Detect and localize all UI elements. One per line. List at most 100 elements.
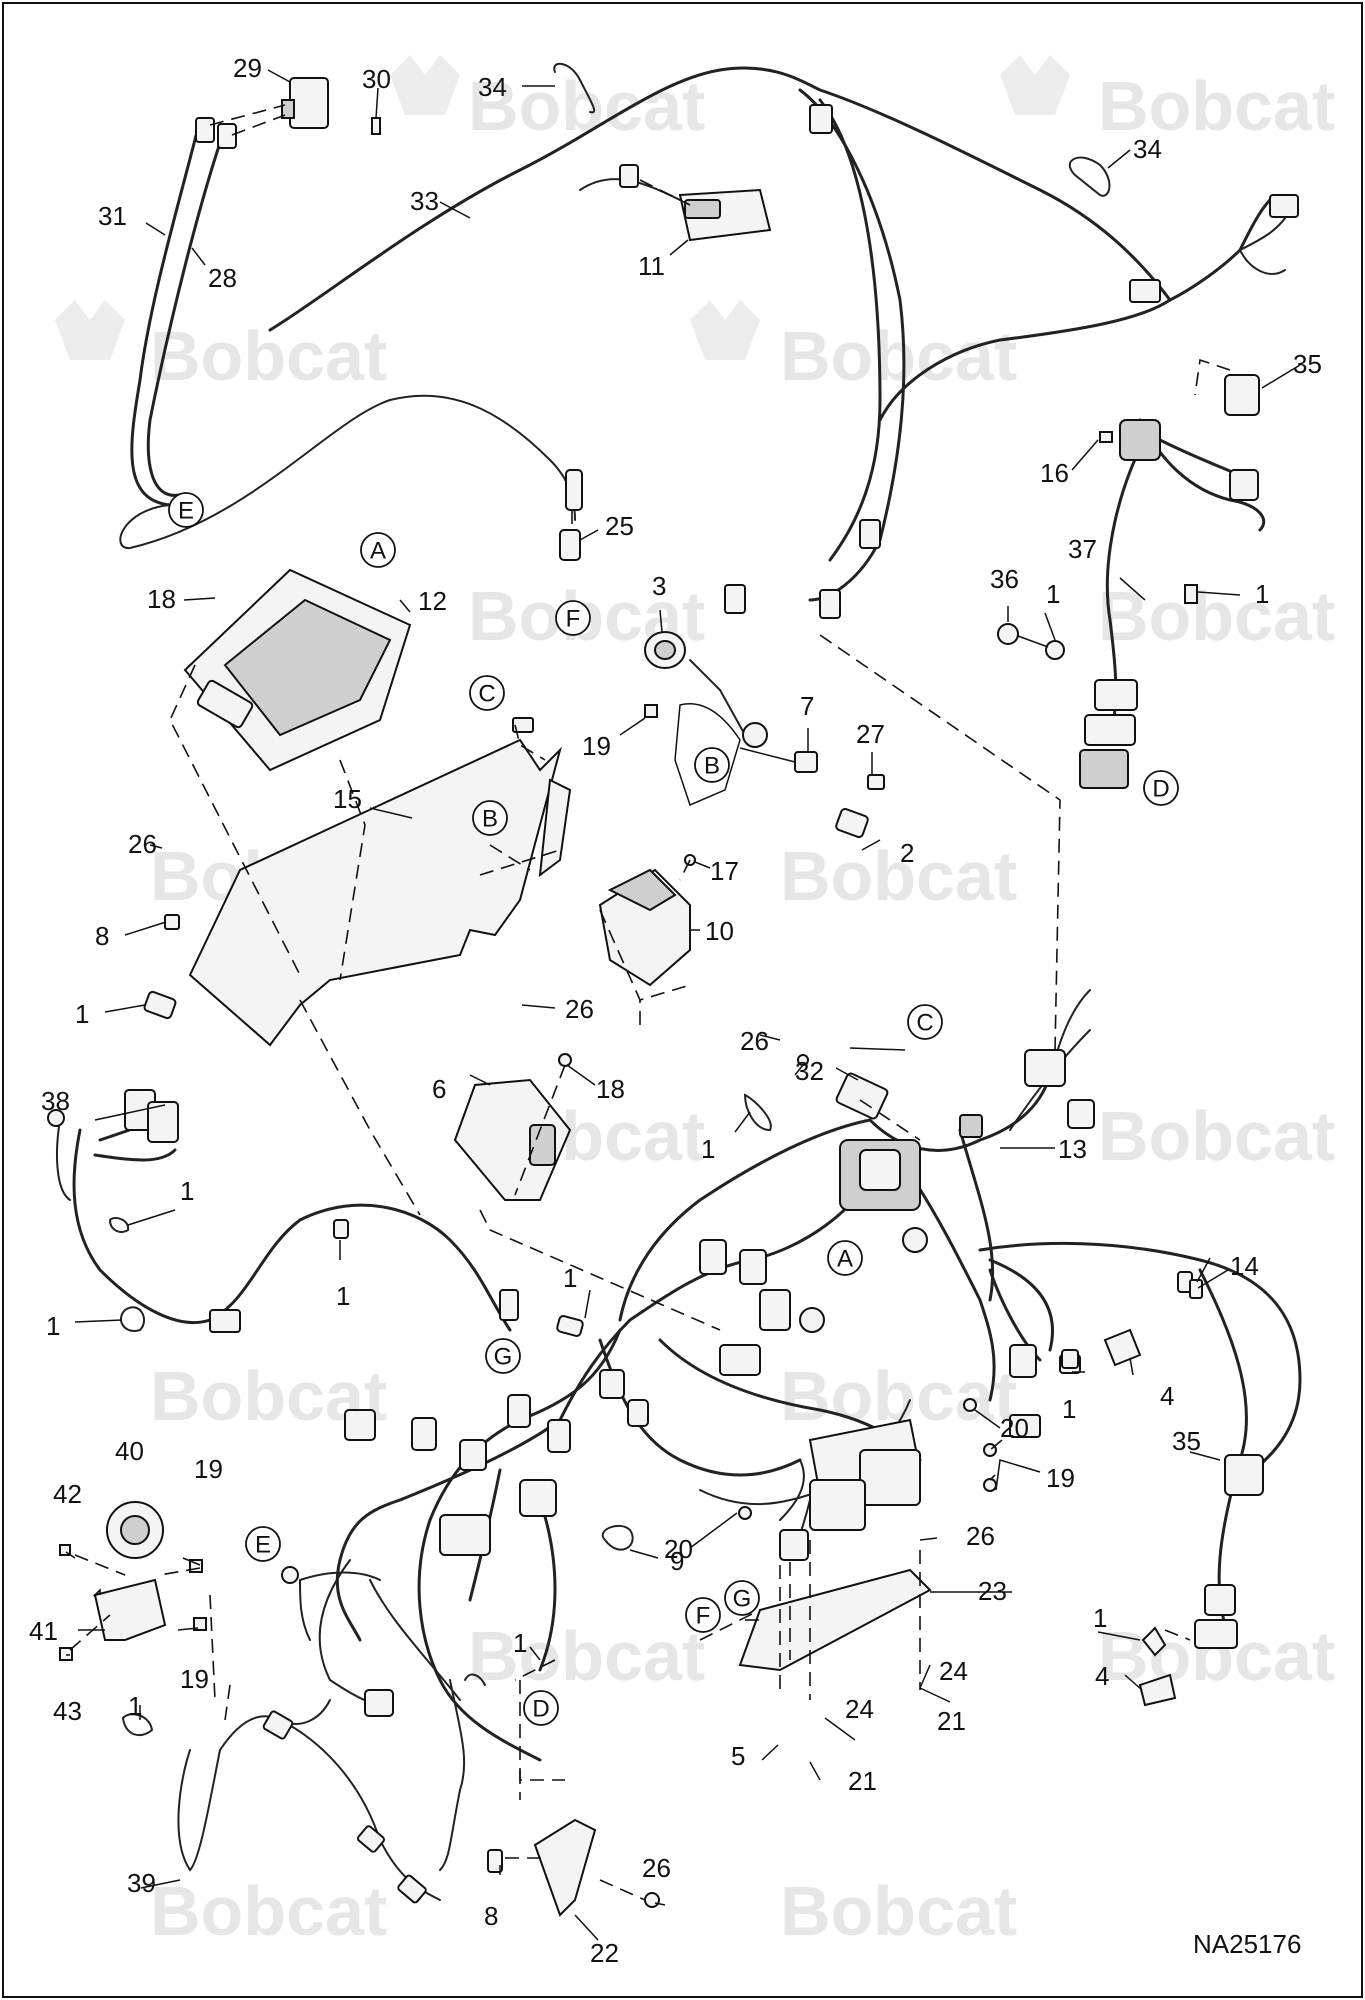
svg-text:Bobcat: Bobcat (780, 317, 1017, 395)
callout-15: 15 (333, 784, 362, 814)
callout-7: 7 (800, 691, 814, 721)
ref-circle-e: E (168, 492, 204, 528)
svg-text:F: F (566, 606, 581, 633)
callout-numbers: 29 30 34 34 31 28 33 11 35 16 37 1 36 1 … (29, 53, 1322, 1968)
part-32-connector (797, 1054, 889, 1120)
callout-1: 1 (336, 1281, 350, 1311)
callout-19: 19 (1046, 1463, 1075, 1493)
callout-1: 1 (1062, 1394, 1076, 1424)
assembly-lines (169, 634, 1191, 1800)
callout-22: 22 (590, 1938, 619, 1968)
part-36-grommet (997, 623, 1065, 660)
callout-1: 1 (1046, 579, 1060, 609)
drawing-number: NA25176 (1193, 1929, 1301, 1959)
watermark-logo: Bobcat (690, 300, 1017, 395)
right-cluster-35-37 (1079, 358, 1266, 789)
svg-text:F: F (696, 1603, 711, 1630)
part-3-grommet-bracket (644, 631, 768, 807)
callout-19: 19 (180, 1664, 209, 1694)
ref-circle-d: D (523, 1690, 559, 1726)
callout-37: 37 (1068, 534, 1097, 564)
callout-21: 21 (848, 1766, 877, 1796)
callout-1: 1 (563, 1263, 577, 1293)
callout-21: 21 (937, 1706, 966, 1736)
ref-circle-f: F (555, 600, 591, 636)
part-11-module (619, 164, 772, 242)
callout-8: 8 (484, 1901, 498, 1931)
part-15-bracket (143, 717, 572, 1047)
callout-32: 32 (795, 1056, 824, 1086)
callout-26: 26 (128, 829, 157, 859)
ref-circle-b: B (694, 747, 730, 783)
watermark-logo: Bobcat (1000, 55, 1335, 145)
callout-1: 1 (128, 1691, 142, 1721)
watermark-logo: Bobcat (150, 1872, 387, 1950)
svg-text:Bobcat: Bobcat (150, 317, 387, 395)
svg-text:D: D (1152, 776, 1169, 803)
ref-circle-c: C (469, 675, 505, 711)
upper-harness (119, 66, 1291, 602)
callout-39: 39 (127, 1868, 156, 1898)
watermark-logo: Bobcat (780, 1872, 1017, 1950)
svg-text:G: G (494, 1344, 513, 1371)
callout-17: 17 (710, 856, 739, 886)
svg-text:Bobcat: Bobcat (780, 837, 1017, 915)
part-34-strap-top (553, 62, 596, 114)
svg-text:Bobcat: Bobcat (780, 1872, 1017, 1950)
watermark-logo: Bobcat (468, 1617, 705, 1695)
callout-11: 11 (638, 251, 665, 281)
svg-text:Bobcat: Bobcat (1098, 577, 1335, 655)
callout-4: 4 (1095, 1661, 1109, 1691)
svg-text:A: A (370, 538, 386, 565)
callout-36: 36 (990, 564, 1019, 594)
svg-text:Bobcat: Bobcat (1098, 1097, 1335, 1175)
callout-1: 1 (701, 1134, 715, 1164)
connection-refs: E F A C B B D C A G E F G D (168, 492, 1179, 1726)
svg-text:B: B (482, 806, 498, 833)
ref-circle-e: E (245, 1526, 281, 1562)
svg-text:Bobcat: Bobcat (150, 1872, 387, 1950)
callout-41: 41 (29, 1616, 58, 1646)
callout-6: 6 (432, 1074, 446, 1104)
callout-20: 20 (664, 1534, 693, 1564)
part-25-connector (559, 469, 583, 561)
callout-1: 1 (180, 1176, 194, 1206)
ref-circle-d: D (1143, 770, 1179, 806)
callout-26: 26 (565, 994, 594, 1024)
callout-24: 24 (939, 1656, 968, 1686)
part-39-horn-harness (177, 1699, 441, 1904)
ref-circle-a: A (360, 532, 396, 568)
callout-33: 33 (410, 186, 439, 216)
callout-42: 42 (53, 1479, 82, 1509)
callout-29: 29 (233, 53, 262, 83)
callout-1: 1 (513, 1628, 527, 1658)
callout-19: 19 (194, 1454, 223, 1484)
callout-9: 9 (670, 1546, 684, 1576)
callout-3: 3 (652, 571, 666, 601)
part-10-module (598, 854, 696, 987)
svg-text:E: E (178, 498, 194, 525)
part-6-module (453, 1053, 572, 1201)
callout-5: 5 (731, 1741, 745, 1771)
svg-text:E: E (255, 1532, 271, 1559)
ref-circle-f: F (685, 1597, 721, 1633)
callout-24: 24 (845, 1694, 874, 1724)
callout-19: 19 (582, 731, 611, 761)
upper-right-connectors (724, 104, 1299, 619)
callout-10: 10 (705, 916, 734, 946)
leader-lines (65, 69, 1301, 1941)
part-34-strap-right (1068, 156, 1111, 197)
callout-35: 35 (1172, 1426, 1201, 1456)
part-23-fuse-box (699, 1398, 997, 1700)
callout-1: 1 (46, 1311, 60, 1341)
svg-text:B: B (704, 753, 720, 780)
part-29-relay (195, 77, 381, 149)
callout-20: 20 (1000, 1413, 1029, 1443)
svg-text:D: D (532, 1696, 549, 1723)
callout-40: 40 (115, 1436, 144, 1466)
callout-35: 35 (1293, 349, 1322, 379)
callout-26: 26 (966, 1521, 995, 1551)
